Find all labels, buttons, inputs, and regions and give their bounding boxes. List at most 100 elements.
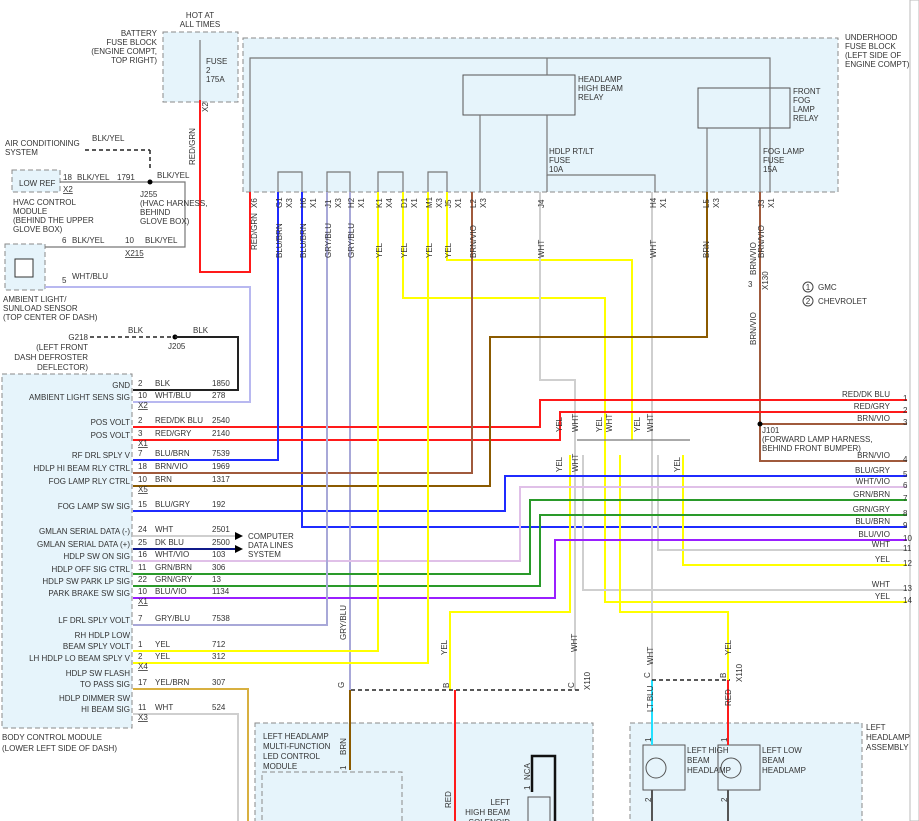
- output-number: 14: [903, 596, 912, 605]
- wire-color-label: BRN/VIO: [757, 225, 766, 258]
- output-number: 7: [903, 494, 908, 503]
- jumper: [326, 171, 351, 192]
- pin-number: 3: [748, 280, 753, 289]
- jumper: [377, 171, 404, 192]
- headlamp-assembly-label: ASSEMBLY: [866, 743, 909, 752]
- bcm-wire-color: YEL/BRN: [155, 678, 189, 687]
- wire-yel-d1: [402, 192, 907, 603]
- wire-color-label: WHT: [605, 414, 614, 432]
- bcm-wire-color: WHT/VIO: [155, 550, 189, 559]
- j255-label: J255: [140, 190, 158, 199]
- bcm-location: (LOWER LEFT SIDE OF DASH): [2, 744, 117, 753]
- fuse-block-pin: X3: [479, 198, 488, 208]
- bcm-pin-label: GMLAN SERIAL DATA (-): [39, 527, 130, 536]
- bcm-circuit-number: 2540: [212, 416, 230, 425]
- headlamp-assembly-label: HEADLAMP: [866, 733, 910, 742]
- bcm-circuit-number: 1850: [212, 379, 230, 388]
- wire-color-label: WHT/BLU: [72, 272, 108, 281]
- bcm-circuit-number: 2501: [212, 525, 230, 534]
- fog-fuse-label: 15A: [763, 165, 778, 174]
- wire-color-label: GRY/BLU: [339, 605, 348, 640]
- wire-color-label: BLK: [193, 326, 209, 335]
- wire-color-label: WHT: [646, 414, 655, 432]
- wire-bcm-12: [133, 514, 907, 587]
- wire-yel-b: [619, 455, 729, 680]
- bcm-pin-number: 7: [138, 614, 143, 623]
- page-edge: [909, 0, 919, 821]
- pin-number: 1: [644, 737, 653, 742]
- wire-bcm-17: [133, 688, 249, 821]
- wire-color-label: BLK/YEL: [157, 171, 190, 180]
- data-lines-label: SYSTEM: [248, 550, 281, 559]
- fuse-label: 2: [206, 66, 211, 75]
- pin-number: 18: [63, 173, 72, 182]
- hot-at-all-times: HOT AT: [186, 11, 214, 20]
- fuse-block-pin: L2: [469, 199, 478, 208]
- solenoid-label: HIGH BEAM: [465, 808, 510, 817]
- wire-color-label: BLK: [128, 326, 144, 335]
- splice-dot: [147, 179, 153, 185]
- legend-number: 1: [806, 283, 811, 292]
- j255-label: (HVAC HARNESS,: [140, 199, 207, 208]
- fuse-block-pin: H2: [347, 197, 356, 208]
- bulb-icon: [720, 757, 742, 779]
- body-control-module: [1, 373, 133, 729]
- bcm-pin-label: HDLP DIMMER SW: [59, 694, 130, 703]
- bcm-connector: X3: [138, 713, 148, 722]
- bcm-pin-label: GMLAN SERIAL DATA (+): [37, 540, 130, 549]
- bcm-pin-label: LF DRL SPLY VOLT: [58, 616, 130, 625]
- high-beam-relay-label: HEADLAMP: [578, 75, 622, 84]
- solenoid-label: LEFT: [490, 798, 510, 807]
- fog-lamp-relay: [697, 87, 791, 129]
- pin-number: 10: [125, 236, 134, 245]
- wire-bcm-5: [133, 192, 473, 474]
- j101-label: (FORWARD LAMP HARNESS,: [762, 435, 873, 444]
- led-module-label: LEFT HEADLAMP: [263, 732, 329, 741]
- connector-label: X2: [63, 185, 73, 194]
- wire-bcm-18: [133, 713, 239, 821]
- bcm-circuit-number: 192: [212, 500, 226, 509]
- led-module-label: LED CONTROL: [263, 752, 320, 761]
- fuse-block-pin: X3: [285, 198, 294, 208]
- wire-bcm-7: [133, 475, 907, 512]
- wire-bcm-11: [133, 499, 907, 575]
- fuse-block-pin: X4: [385, 198, 394, 208]
- fuse-block-bus: [249, 57, 771, 192]
- headlamp-assembly-label: LEFT: [866, 723, 886, 732]
- high-beam-relay: [462, 74, 576, 116]
- hvac-module-label: HVAC CONTROL: [13, 198, 77, 207]
- fuse-block-pin: X3: [712, 198, 721, 208]
- wire-color-label: BLU/BRN: [275, 223, 284, 258]
- wire-color-label: WHT: [570, 634, 579, 652]
- wire-color-label: RED: [444, 791, 453, 808]
- bcm-pin-number: 2: [138, 416, 143, 425]
- high-beam-solenoid: [527, 796, 551, 821]
- bcm-wire-color: RED/GRY: [155, 429, 192, 438]
- output-number: 12: [903, 559, 912, 568]
- wire-color-label: WHT: [646, 647, 655, 665]
- battery-fuse-block-label: (ENGINE COMPT,: [91, 47, 157, 56]
- output-wire-color: BRN/VIO: [857, 414, 890, 423]
- fog-relay-label: RELAY: [793, 114, 819, 123]
- x110-pin: B: [442, 683, 451, 688]
- wire-color-label: YEL: [595, 416, 604, 432]
- bcm-wire-color: GRY/BLU: [155, 614, 190, 623]
- bcm-pin-number: 25: [138, 538, 147, 547]
- pin-number: 5: [62, 276, 67, 285]
- wire-color-label: YEL: [673, 456, 682, 472]
- wire-blk-yel-sensor: [45, 181, 186, 248]
- output-wire-color: WHT: [872, 580, 890, 589]
- output-wire-color: RED/DK BLU: [842, 390, 890, 399]
- bulb-icon: [645, 757, 667, 779]
- wire-blu-brn-h6: [301, 192, 907, 528]
- bcm-pin-number: 10: [138, 391, 147, 400]
- fuse-block-pin: J1: [324, 199, 333, 208]
- wire-color-label: BLK/YEL: [77, 173, 110, 182]
- low-ref-label: LOW REF: [19, 179, 56, 188]
- bcm-circuit-number: 2500: [212, 538, 230, 547]
- bcm-pin-number: 22: [138, 575, 147, 584]
- bcm-circuit-number: 2140: [212, 429, 230, 438]
